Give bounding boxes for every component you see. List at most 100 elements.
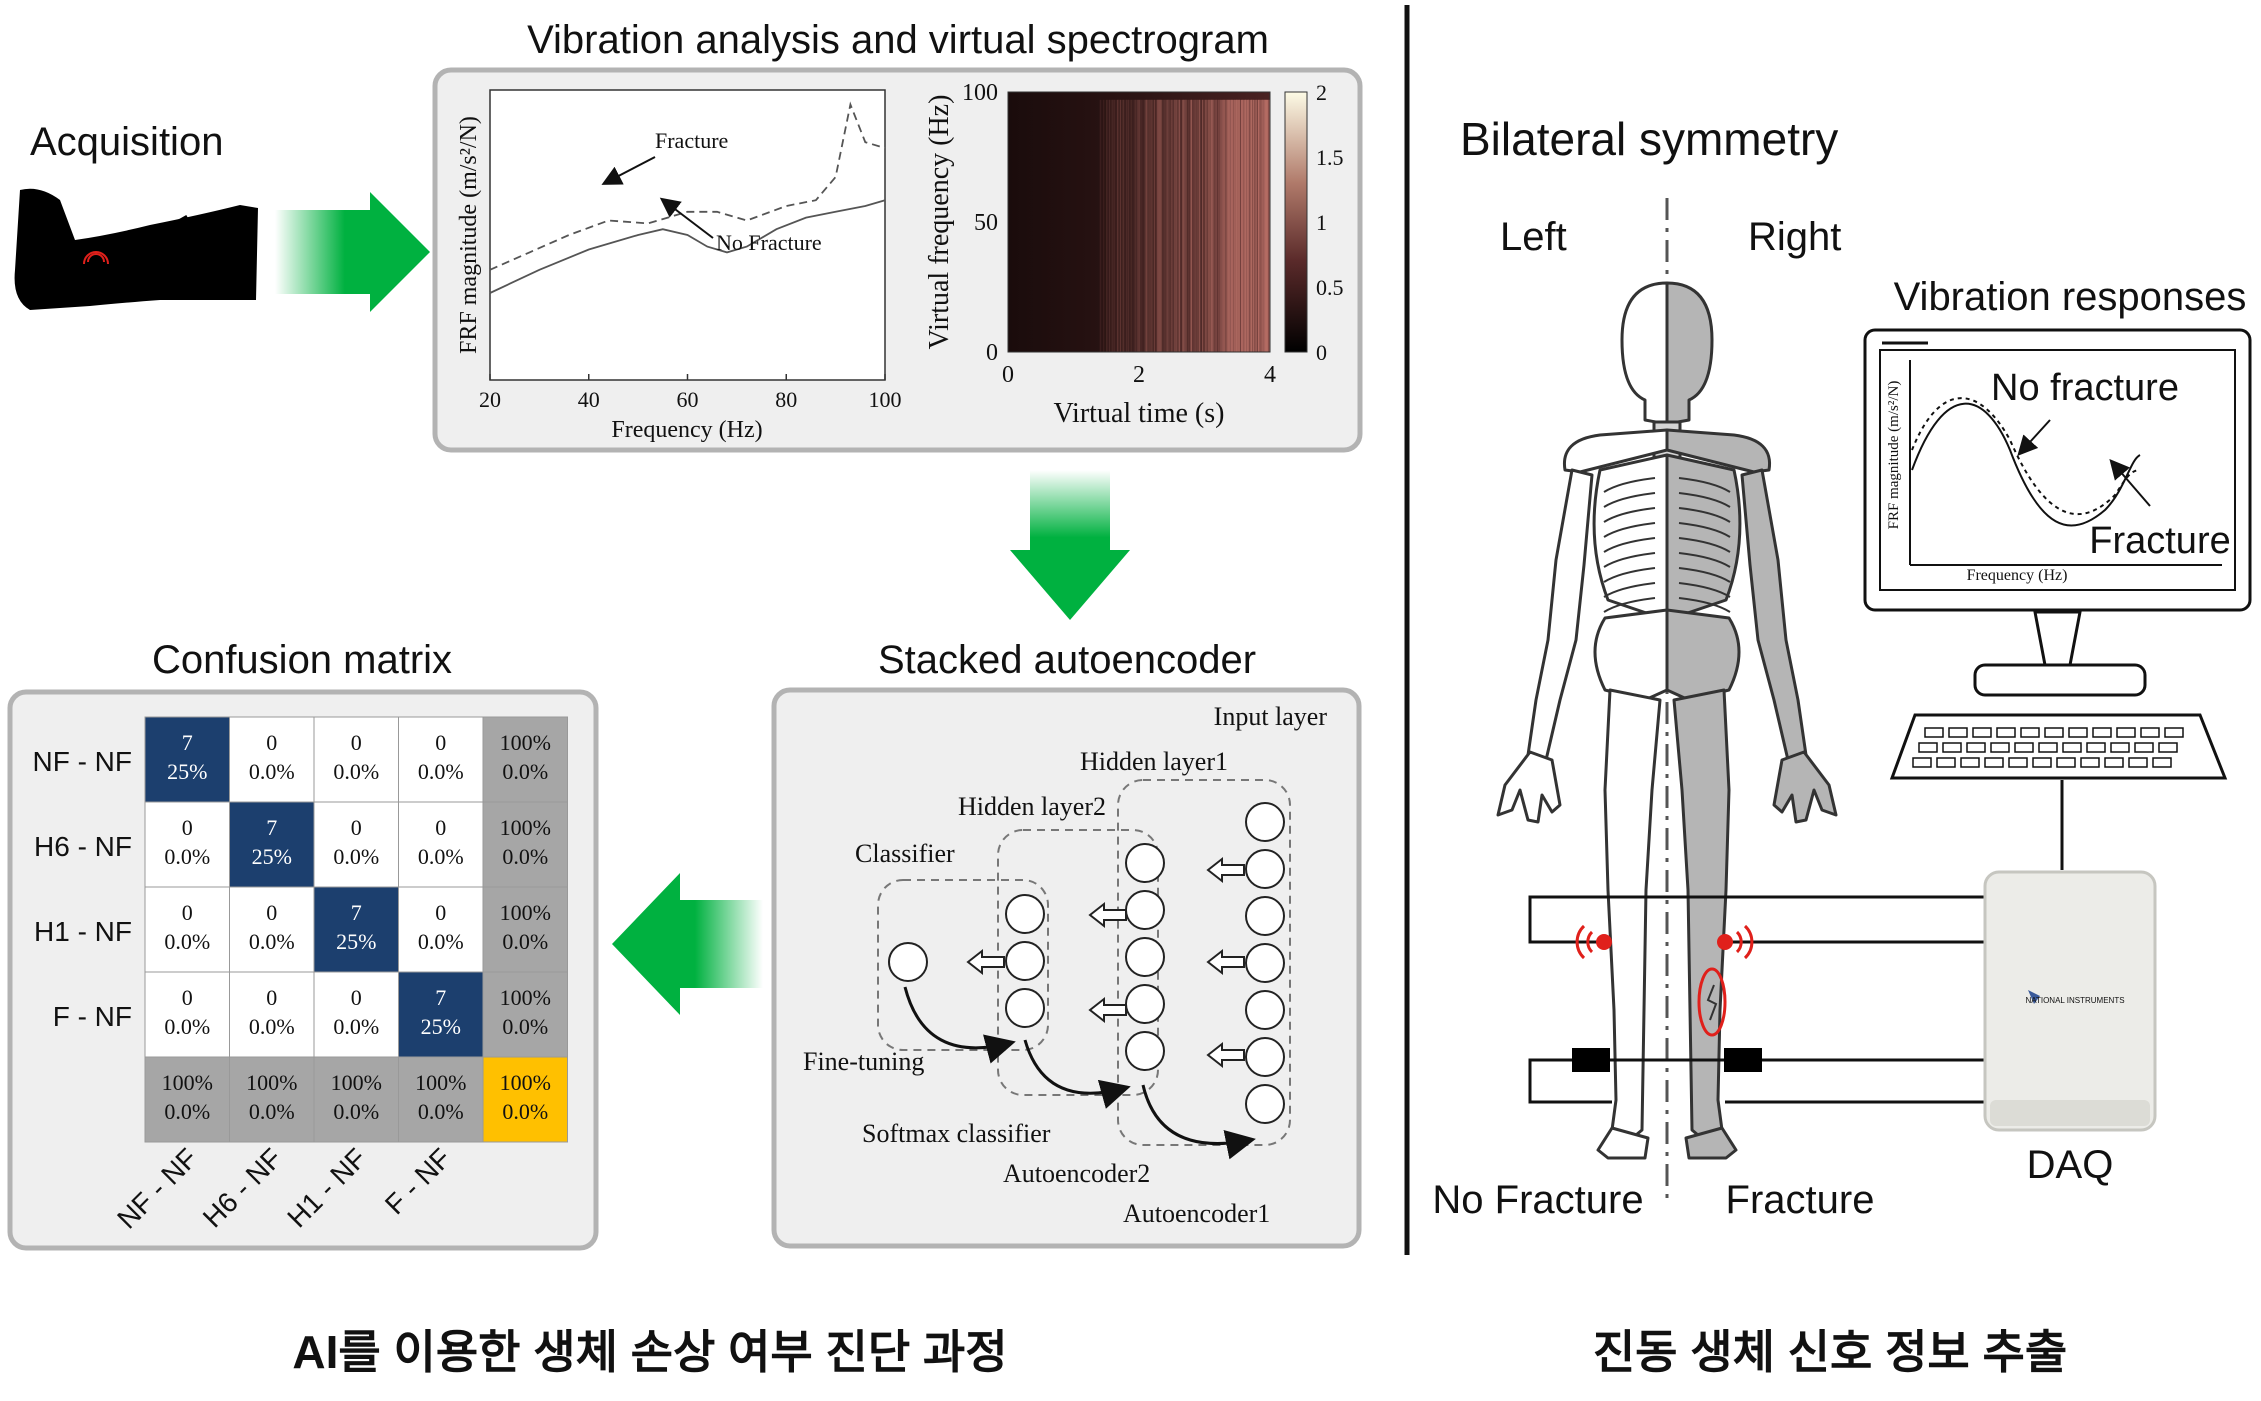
spectro-stripe [1251,99,1253,352]
rib-left [1603,567,1656,583]
cm-cell-percent: 25% [167,759,207,784]
spectro-stripe [1160,99,1163,352]
spectro-ytick: 0 [986,340,998,366]
rib-left [1603,537,1656,553]
keyboard-key [1948,727,1968,738]
cm-cell-count: 100% [500,985,551,1010]
cm-cell [313,716,399,803]
cm-cell-percent: 0.0% [502,929,548,954]
rib-left [1603,597,1656,613]
spectro-stripe [1146,99,1148,352]
monitor-fracture: Fracture [2089,520,2230,562]
cm-cell-percent: 0.0% [164,844,210,869]
colorbar-tick: 2 [1316,80,1327,105]
keyboard-key [1936,757,1956,768]
spectro-stripe [1164,99,1167,352]
spectro-stripe [1194,99,1196,352]
spectro-stripe [1102,99,1105,352]
caption-left: AI를 이용한 생체 손상 여부 진단 과정 [292,1326,1007,1378]
spectro-stripe [1138,99,1141,352]
frf-annot-nofracture: No Fracture [716,230,822,255]
cm-cell-count: 7 [435,985,446,1010]
spectro-stripe [1136,99,1139,352]
spectro-stripe [1158,99,1161,352]
ae-flow-arrow-icon [1206,948,1245,976]
spectro-stripe [1118,99,1120,352]
keyboard-key [2020,727,2040,738]
spectro-stripe [1150,99,1153,352]
ae-node-classifier [888,942,928,982]
cm-cell [398,1056,484,1143]
spectro-stripe [1163,99,1165,352]
keyboard-key [2140,727,2160,738]
keyboard-key [2158,742,2178,753]
spectro-stripe [1246,99,1249,352]
spectro-stripe [1149,99,1152,352]
spectro-stripe [1178,99,1181,352]
cm-cell-percent: 0.0% [164,1099,210,1124]
spectro-stripe [1226,99,1229,352]
ae-autoencoder1: Autoencoder1 [1123,1199,1270,1228]
spectro-stripe [1198,99,1200,352]
spectro-xlabel: Virtual time (s) [1054,398,1225,429]
spectro-stripe [1212,99,1215,352]
keyboard-key [2044,727,2064,738]
cm-cell-count: 100% [162,1070,213,1095]
ae-node-hidden2 [1005,894,1045,934]
spectro-stripe [1217,99,1219,352]
caption-right: 진동 생체 신호 정보 추출 [1593,1326,2067,1378]
spectro-stripe [1181,99,1184,352]
spectro-stripe [1262,99,1265,352]
ae-autoencoder2: Autoencoder2 [1003,1159,1150,1188]
daq-label: DAQ [2027,1143,2114,1187]
foot-silhouette-icon [14,188,259,310]
colorbar-tick: 1 [1316,210,1327,235]
spectro-stripe [1115,99,1117,352]
cm-cell-percent: 25% [336,929,376,954]
ae-flow-arrow-icon [1088,901,1127,929]
autoencoder-panel [771,687,1362,1249]
spectro-stripe [1132,99,1135,352]
cm-cell-percent: 0.0% [502,759,548,784]
rib-right [1678,537,1731,553]
monitor-xlabel: Frequency (Hz) [1967,567,2068,584]
ae-flow-arrow-icon [1206,1041,1245,1069]
spectro-stripe [1256,99,1258,352]
spectro-stripe [1177,99,1180,352]
frf-ylabel: FRF magnitude (m/s²/N) [456,116,482,354]
frf-xlabel: Frequency (Hz) [611,417,762,443]
keyboard-key [1918,742,1938,753]
rib-right [1678,492,1731,508]
spectro-stripe [1124,99,1128,352]
spectro-stripe [1175,99,1178,352]
cm-cell [229,801,315,888]
spectro-stripe [1130,99,1133,352]
bilateral-title: Bilateral symmetry [1460,113,1838,165]
ae-node-hidden1 [1125,984,1165,1024]
cm-cell-count: 7 [182,730,193,755]
rib-left [1603,477,1656,493]
spectro-stripe [1266,99,1269,352]
rib-left [1603,522,1656,538]
ae-node-input [1245,1037,1285,1077]
cm-cell [144,971,230,1058]
spectro-stripe [1211,99,1214,352]
cm-cell-count: 0 [266,900,277,925]
spectro-stripe [1174,99,1177,352]
cm-cell-count: 0 [351,815,362,840]
spectro-stripe [1225,99,1228,352]
cm-cell [313,971,399,1058]
spectro-stripe [1203,99,1205,352]
cm-cell [398,886,484,973]
cm-cell-count: 100% [500,900,551,925]
no-fracture-label: No Fracture [1432,1178,1643,1222]
spectro-stripe [1153,99,1156,352]
keyboard-key [1924,727,1944,738]
spectro-stripe [1235,99,1239,352]
cm-cell-percent: 0.0% [502,844,548,869]
daq-brand: NATIONAL INSTRUMENTS [2025,996,2124,1005]
cm-cell [482,971,568,1058]
spectro-stripe [1105,99,1108,352]
